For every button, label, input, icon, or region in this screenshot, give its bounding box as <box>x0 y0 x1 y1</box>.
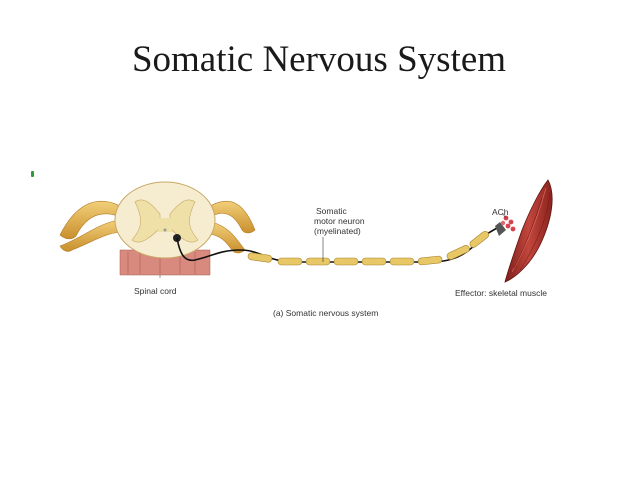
neuron-label-line2: motor neuron <box>314 216 365 226</box>
neuron-label-line1: Somatic <box>316 206 347 216</box>
spinal-cord-label: Spinal cord <box>134 286 177 296</box>
ach-vesicle <box>501 221 505 225</box>
left-spinal-nerves <box>60 201 120 251</box>
right-spinal-nerves <box>210 201 255 253</box>
ach-vesicle <box>506 224 511 229</box>
somatic-nervous-system-figure: Spinal cord Somatic motor neuron (myelin… <box>0 150 638 350</box>
ach-vesicle <box>509 220 514 225</box>
slide-title: Somatic Nervous System <box>0 38 638 81</box>
ach-vesicle <box>511 227 516 232</box>
neuron-label-line3: (myelinated) <box>314 226 361 236</box>
spinal-cord <box>115 182 215 275</box>
figure-caption: (a) Somatic nervous system <box>273 308 378 318</box>
myelin-sheath <box>248 230 491 265</box>
ach-label: ACh <box>492 207 509 217</box>
figure-illustration <box>0 150 638 350</box>
effector-label: Effector: skeletal muscle <box>455 288 547 298</box>
